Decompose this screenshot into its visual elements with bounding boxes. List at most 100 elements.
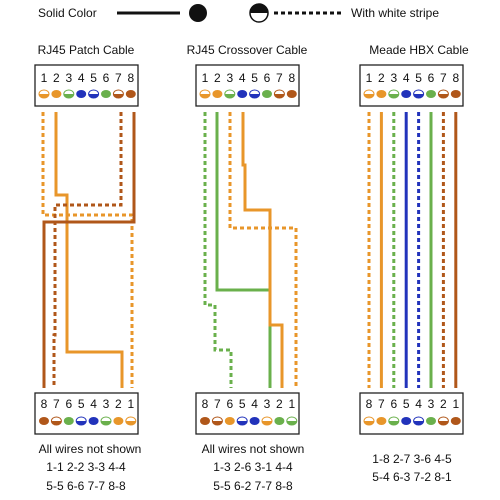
striped-pin-cap-icon xyxy=(261,416,273,426)
striped-pin-cap-icon xyxy=(249,89,261,99)
striped-pin-cap-icon xyxy=(125,416,137,426)
solid-pin-cap-icon xyxy=(450,90,461,98)
striped-pin-cap-icon xyxy=(50,416,62,426)
pin-number: 3 xyxy=(103,397,110,411)
green-striped-wire xyxy=(203,112,233,388)
striped-pin-cap-icon xyxy=(211,416,223,426)
pin-number: 4 xyxy=(403,71,410,85)
striped-pin-cap-icon xyxy=(112,89,124,99)
wire-group xyxy=(203,112,298,388)
pin-number: 8 xyxy=(452,71,459,85)
pin-number: 2 xyxy=(440,397,447,411)
pin-number: 6 xyxy=(390,397,397,411)
mapping-line: 1-3 2-6 3-1 4-4 xyxy=(213,460,293,474)
pin-number: 5 xyxy=(90,71,97,85)
solid-pin-cap-icon xyxy=(426,417,436,425)
panel-title: RJ45 Patch Cable xyxy=(38,43,135,57)
pin-number: 2 xyxy=(115,397,122,411)
solid-pin-cap-icon xyxy=(376,417,387,425)
pin-number: 1 xyxy=(366,71,373,85)
solid-pin-cap-icon xyxy=(262,90,272,98)
legend-solid-label: Solid Color xyxy=(38,6,97,20)
pin-number: 4 xyxy=(78,71,85,85)
pin-number: 3 xyxy=(226,71,233,85)
solid-pin-cap-icon xyxy=(224,417,235,425)
solid-pin-cap-icon xyxy=(200,417,210,425)
striped-pin-cap-icon xyxy=(63,89,75,99)
panel-note: All wires not shown xyxy=(39,442,142,456)
pin-number: 2 xyxy=(276,397,283,411)
pin-number: 8 xyxy=(127,71,134,85)
striped-circle-icon xyxy=(249,3,269,23)
pin-number: 5 xyxy=(251,71,258,85)
green-wire xyxy=(215,112,272,388)
pin-number: 3 xyxy=(428,397,435,411)
orange-wire xyxy=(241,112,284,388)
pin-number: 4 xyxy=(415,397,422,411)
solid-pin-cap-icon xyxy=(88,417,99,425)
pin-number: 4 xyxy=(251,397,258,411)
pin-number: 2 xyxy=(214,71,221,85)
striped-pin-cap-icon xyxy=(413,416,425,426)
solid-pin-cap-icon xyxy=(39,417,49,425)
panel-note: All wires not shown xyxy=(202,442,305,456)
pin-number: 7 xyxy=(276,71,283,85)
pin-number: 1 xyxy=(202,71,209,85)
solid-pin-cap-icon xyxy=(76,90,87,98)
panel-title: RJ45 Crossover Cable xyxy=(187,43,308,57)
pin-number: 3 xyxy=(390,71,397,85)
pin-number: 5 xyxy=(415,71,422,85)
solid-pin-cap-icon xyxy=(101,90,111,98)
pin-number: 2 xyxy=(53,71,60,85)
orange-wire xyxy=(54,112,124,388)
mapping-line: 1-8 2-7 3-6 4-5 xyxy=(372,452,452,466)
pin-number: 8 xyxy=(202,397,209,411)
pin-number: 3 xyxy=(65,71,72,85)
pin-number: 6 xyxy=(226,397,233,411)
legend-stripe-label: With white stripe xyxy=(351,6,439,20)
brown-wire xyxy=(42,112,136,388)
striped-pin-cap-icon xyxy=(236,416,248,426)
solid-pin-cap-icon xyxy=(376,90,387,98)
pin-number: 6 xyxy=(103,71,110,85)
pin-number: 5 xyxy=(403,397,410,411)
striped-pin-cap-icon xyxy=(273,89,285,99)
striped-pin-cap-icon xyxy=(437,89,449,99)
pin-number: 7 xyxy=(214,397,221,411)
pin-number: 4 xyxy=(239,71,246,85)
striped-pin-cap-icon xyxy=(199,89,211,99)
mapping-line: 5-5 6-2 7-7 8-8 xyxy=(213,479,293,493)
striped-pin-cap-icon xyxy=(75,416,87,426)
solid-circle-icon xyxy=(189,4,207,22)
solid-pin-cap-icon xyxy=(450,417,461,425)
wire-group xyxy=(367,112,458,388)
pin-number: 3 xyxy=(264,397,271,411)
wire-group xyxy=(41,112,136,388)
pin-number: 5 xyxy=(239,397,246,411)
solid-pin-cap-icon xyxy=(51,90,62,98)
striped-pin-cap-icon xyxy=(286,416,298,426)
pin-number: 1 xyxy=(127,397,134,411)
mapping-line: 5-5 6-6 7-7 8-8 xyxy=(46,479,126,493)
solid-pin-cap-icon xyxy=(426,90,436,98)
pin-number: 7 xyxy=(115,71,122,85)
striped-pin-cap-icon xyxy=(437,416,449,426)
pin-number: 7 xyxy=(53,397,60,411)
pin-number: 1 xyxy=(452,397,459,411)
pin-number: 6 xyxy=(428,71,435,85)
pin-number: 1 xyxy=(41,71,48,85)
pin-number: 8 xyxy=(288,71,295,85)
solid-pin-cap-icon xyxy=(249,417,260,425)
brown-striped-wire xyxy=(52,112,123,388)
solid-pin-cap-icon xyxy=(212,90,223,98)
solid-pin-cap-icon xyxy=(286,90,297,98)
pin-number: 6 xyxy=(264,71,271,85)
pin-number: 6 xyxy=(65,397,72,411)
